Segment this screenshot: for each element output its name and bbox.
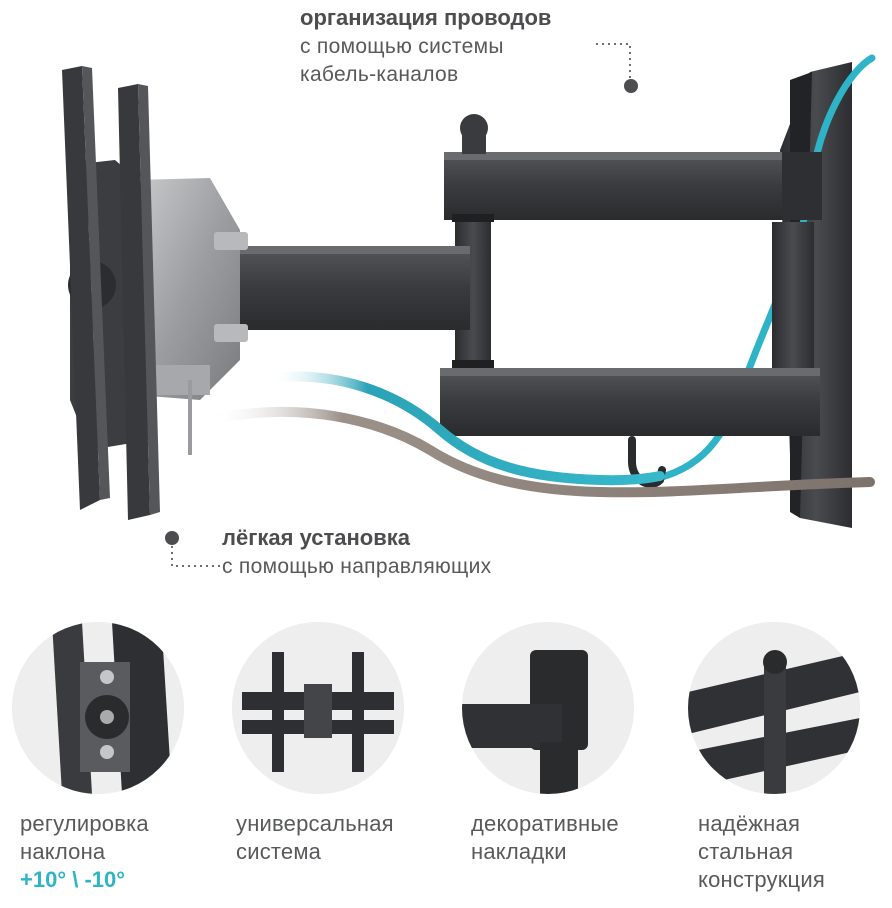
feature-steel-line-3: конструкция — [698, 867, 825, 892]
feature-tilt-line-2: наклона — [20, 839, 106, 864]
tv-rails — [62, 66, 160, 520]
feature-steel-line-2: стальная — [698, 839, 794, 864]
short-arm — [198, 246, 470, 330]
leader-dot-middle — [165, 531, 179, 545]
feature-steel-line-1: надёжная — [698, 811, 801, 836]
upper-arm — [444, 152, 822, 220]
cable-management-line-1: с помощью системы — [300, 35, 504, 58]
feature-image-tilt — [12, 622, 184, 794]
cable-management-line-2: кабель-каналов — [300, 63, 459, 86]
feature-covers-line-1: декоративные — [471, 811, 619, 836]
easy-install-line-1: с помощью направляющих — [222, 555, 492, 578]
feature-covers-line-2: накладки — [471, 839, 567, 864]
feature-image-covers — [462, 622, 634, 794]
easy-install-title: лёгкая установка — [222, 525, 410, 550]
feature-universal-line-1: универсальная — [236, 811, 394, 836]
feature-universal: универсальная система — [236, 810, 394, 866]
tv-wall-mount-illustration — [62, 54, 876, 528]
feature-steel: надёжная стальная конструкция — [698, 810, 825, 894]
feature-universal-line-2: система — [236, 839, 322, 864]
lower-arm — [440, 368, 820, 436]
feature-image-universal — [232, 622, 404, 794]
blue-cable-lower — [265, 371, 665, 486]
feature-tilt-line-1: регулировка — [20, 811, 149, 836]
grey-cable — [205, 407, 875, 498]
feature-image-steel — [688, 622, 860, 794]
feature-covers: декоративные накладки — [471, 810, 619, 866]
feature-tilt: регулировка наклона +10° \ -10° — [20, 810, 149, 894]
cable-management-title: организация проводов — [300, 5, 552, 30]
leader-dot-top — [624, 79, 638, 93]
leader-line-middle — [171, 546, 220, 567]
feature-tilt-range: +10° \ -10° — [20, 867, 126, 892]
tilt-bracket — [135, 178, 248, 400]
